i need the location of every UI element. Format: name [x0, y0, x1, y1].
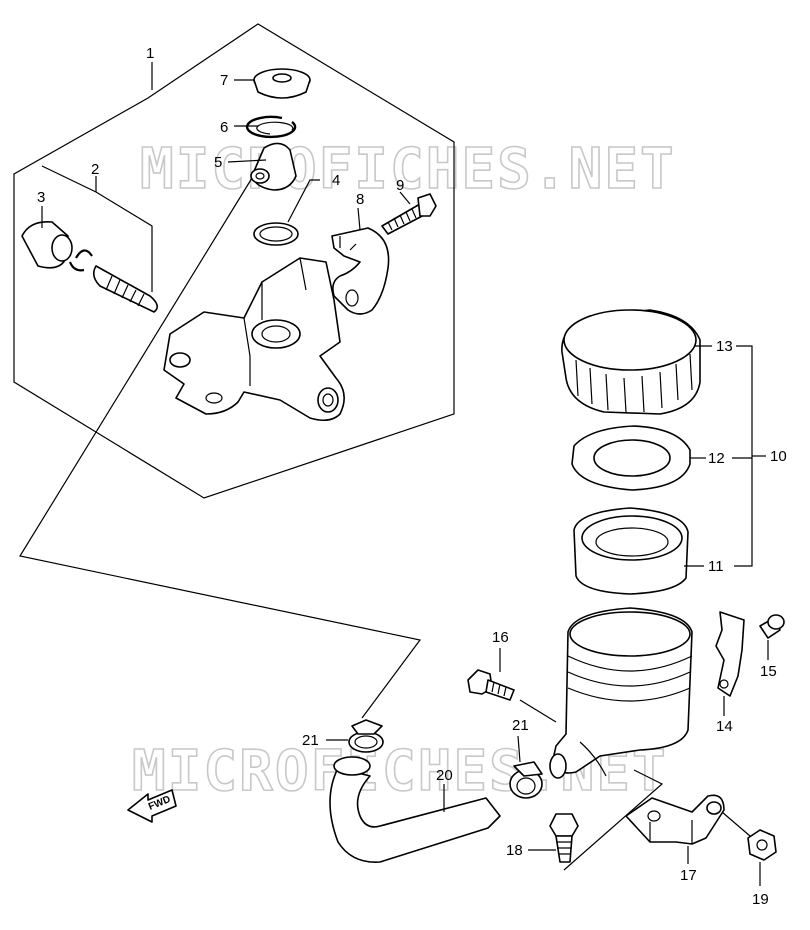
part-9-bolt: [381, 193, 437, 235]
master-cylinder-body: [163, 257, 345, 422]
callout-20: 20: [436, 767, 453, 784]
part-16-bolt: [467, 669, 515, 701]
callout-19: 19: [752, 891, 769, 908]
leader-10-bracket: [734, 345, 753, 567]
watermark-top: MICROFICHES.NET: [140, 137, 676, 202]
callout-8: 8: [356, 191, 364, 208]
part-21-clip-lower: [509, 761, 543, 799]
callout-12: 12: [708, 450, 725, 467]
callout-21-lower: 21: [512, 717, 529, 734]
reservoir-body: [549, 607, 693, 779]
callout-16: 16: [492, 629, 509, 646]
part-11-diaphragm: [573, 507, 689, 595]
callout-3: 3: [37, 189, 45, 206]
part-6-snap-ring: [245, 115, 297, 139]
callout-15: 15: [760, 663, 777, 680]
callout-9: 9: [396, 177, 404, 194]
part-21-clip-upper: [348, 719, 384, 753]
part-15-screw: [759, 614, 785, 639]
leader-8: [357, 207, 361, 231]
bolt16-axis: [519, 699, 557, 723]
callout-1: 1: [146, 45, 154, 62]
nut19-axis: [721, 811, 751, 837]
callout-21-upper: 21: [302, 732, 319, 749]
assembly-1-outline: [13, 23, 455, 499]
part-20-hose: [329, 756, 501, 863]
part-3-boot: [21, 220, 73, 269]
part-8-clamp: [331, 227, 390, 315]
leader-4: [287, 179, 320, 223]
part-13-reservoir-cap: [561, 309, 701, 415]
part-14-stay: [715, 611, 745, 697]
part-4-o-ring: [253, 222, 299, 246]
part-2-piston: [68, 249, 158, 313]
leader-21b: [517, 735, 521, 763]
leader-5: [227, 159, 267, 163]
part-5-fitting: [250, 142, 297, 191]
bracket17-line: [563, 769, 664, 871]
callout-11: 11: [708, 558, 724, 575]
callout-2: 2: [91, 161, 99, 178]
callout-6: 6: [220, 119, 228, 136]
part-18-bolt: [549, 813, 579, 863]
callout-5: 5: [214, 154, 222, 171]
callout-10: 10: [770, 448, 787, 465]
leader-2-bracket: [41, 165, 153, 292]
part-19-nut: [747, 829, 777, 861]
callout-18: 18: [506, 842, 523, 859]
hose-route-line: [19, 177, 422, 719]
part-7-cap: [253, 68, 311, 99]
fwd-direction-badge: FWD: [127, 789, 177, 823]
callout-4: 4: [332, 172, 340, 189]
callout-17: 17: [680, 867, 697, 884]
leader-9: [399, 191, 411, 205]
part-12-plate: [571, 425, 691, 491]
part-17-bracket: [625, 794, 725, 845]
callout-7: 7: [220, 72, 228, 89]
callout-13: 13: [716, 338, 733, 355]
callout-14: 14: [716, 718, 733, 735]
